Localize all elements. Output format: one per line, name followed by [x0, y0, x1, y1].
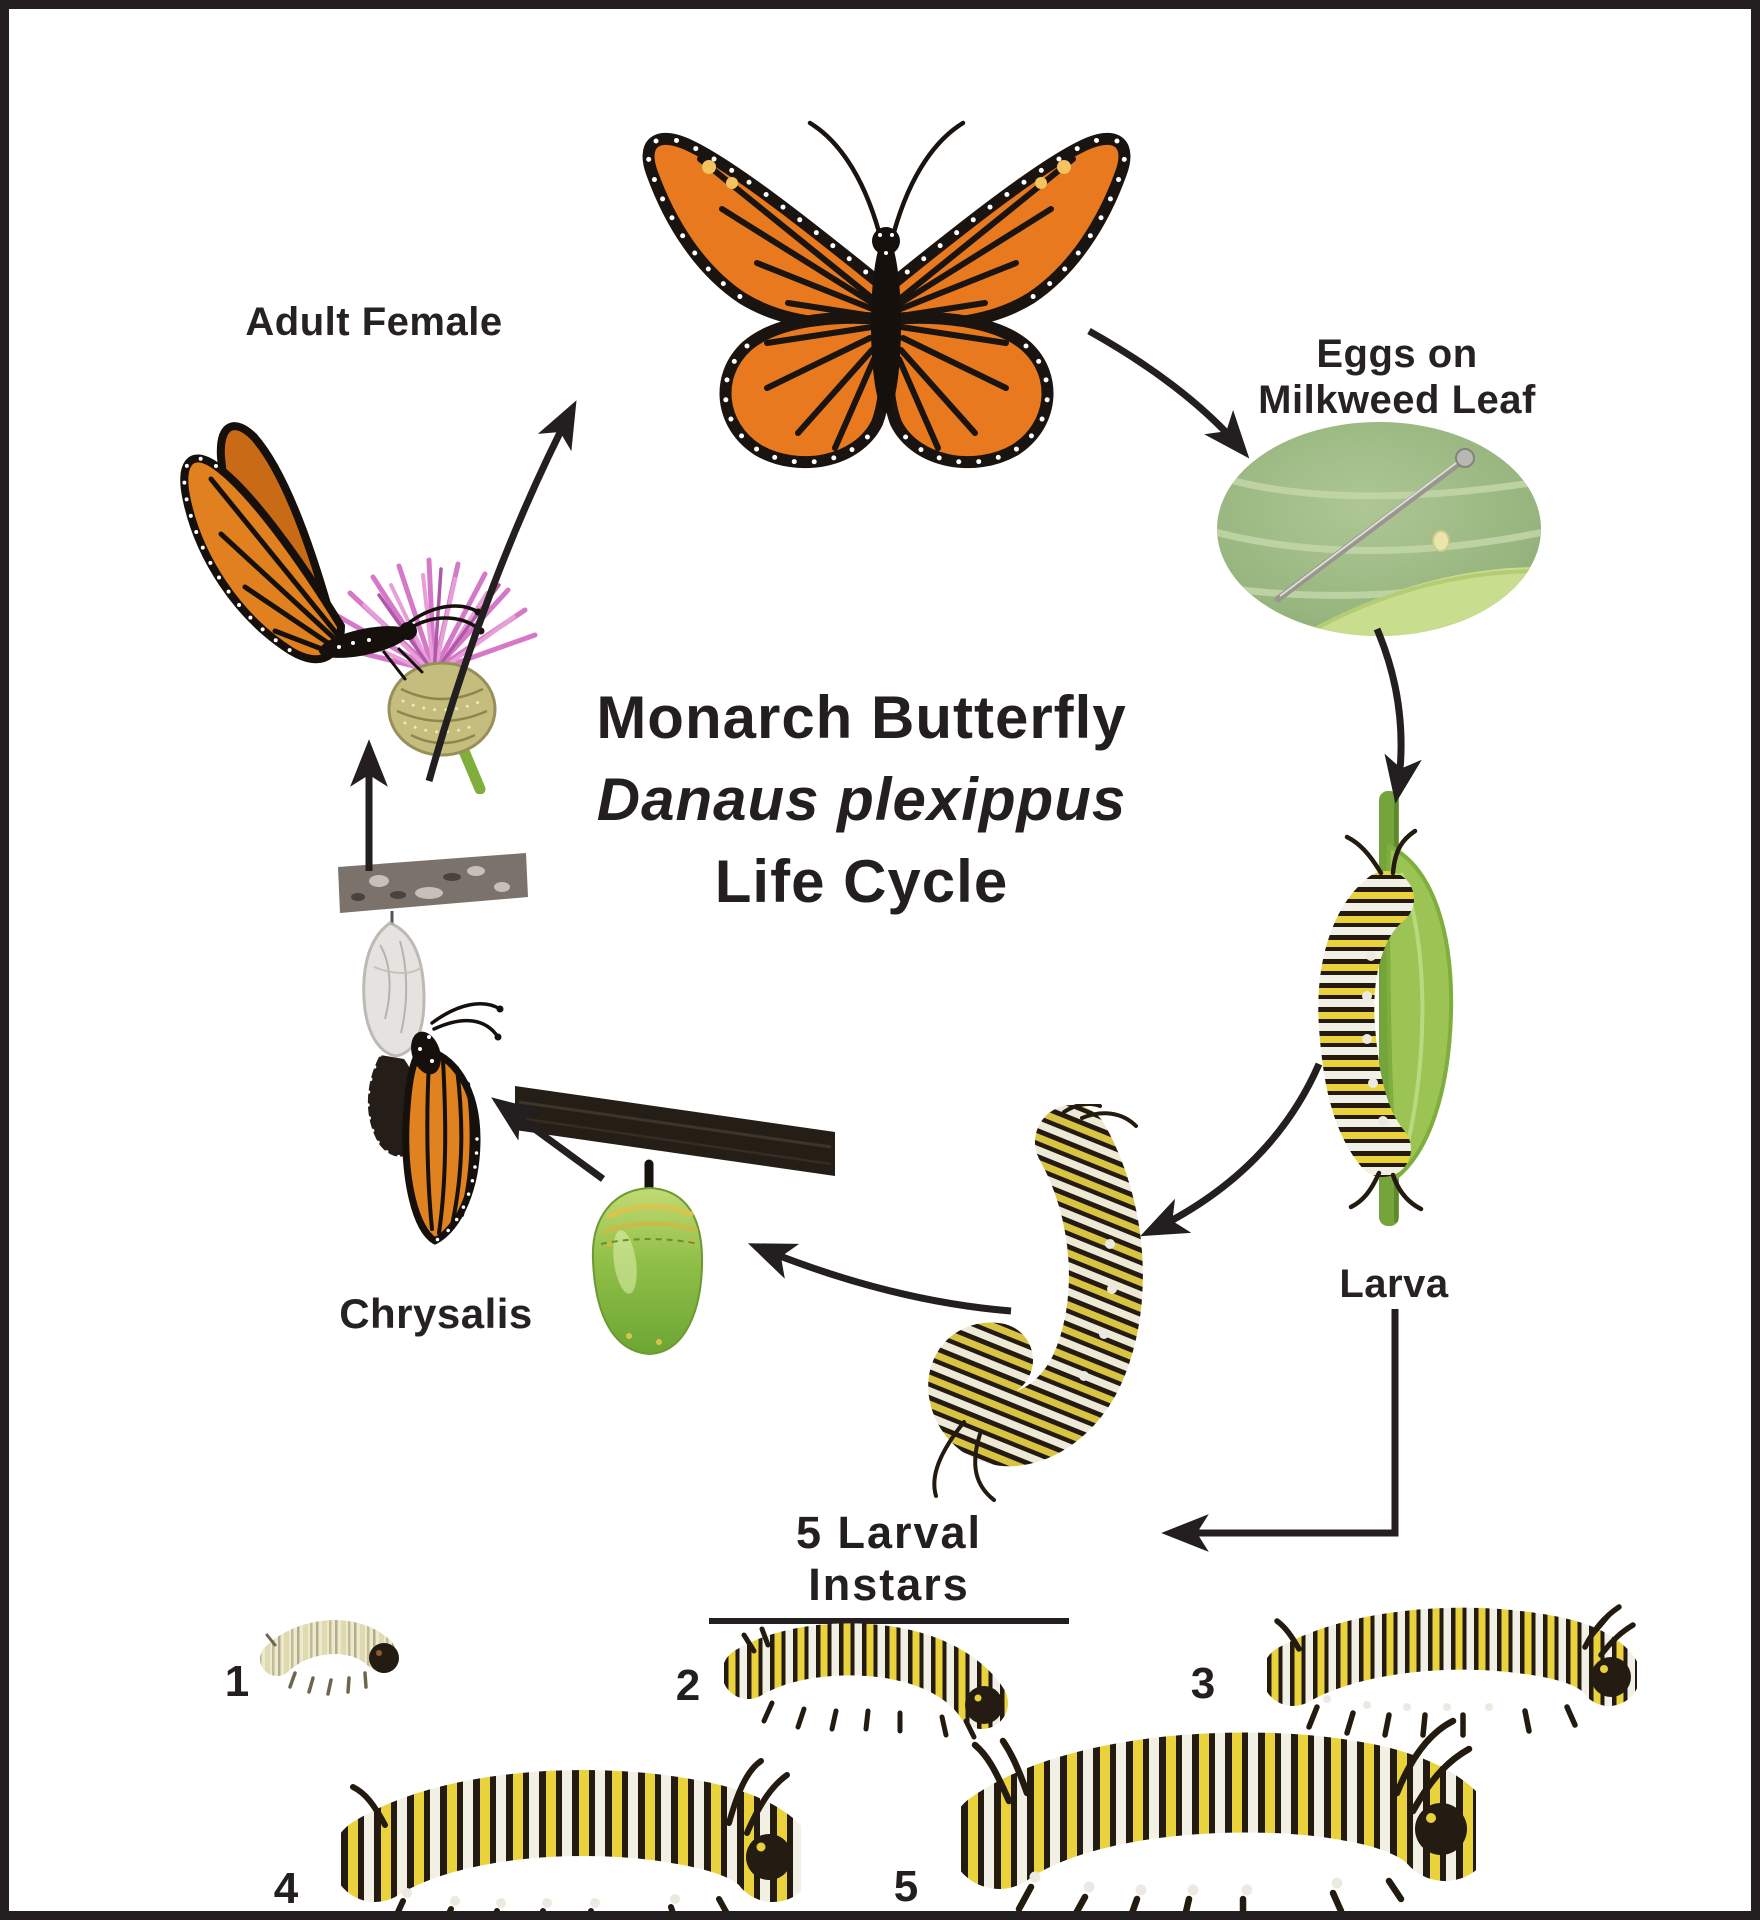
title-line-1: Monarch Butterfly	[596, 684, 1127, 751]
instar-number-1: 1	[224, 1657, 250, 1706]
instar-number-5: 5	[893, 1862, 919, 1911]
instar-number-4: 4	[273, 1864, 299, 1913]
arrow-larva-to-prepupa	[1140, 1062, 1323, 1237]
label-5-larval-instars: 5 Larval Instars	[709, 1507, 1069, 1624]
page-title: Monarch Butterfly Danaus plexippus Life …	[549, 677, 1174, 923]
label-eggs-line2: Milkweed Leaf	[1258, 378, 1536, 422]
arrow-eggs-to-larva	[1373, 627, 1422, 804]
arrow-larva-to-instars	[1161, 1309, 1399, 1552]
label-adult-female: Adult Female	[245, 300, 503, 344]
arrow-prepupa-to-chrysalis	[747, 1243, 1012, 1315]
label-eggs-line1: Eggs on	[1316, 332, 1478, 376]
arrow-chrysalis-to-emerging	[491, 1097, 606, 1182]
arrow-adult-to-eggs	[1087, 327, 1250, 459]
title-line-3: Life Cycle	[714, 848, 1009, 915]
cycle-arrows	[350, 327, 1422, 1552]
title-line-2-scientific-name: Danaus plexippus	[596, 766, 1127, 833]
arrow-female-to-adult	[425, 400, 577, 782]
instar-number-2: 2	[675, 1661, 701, 1710]
label-chrysalis: Chrysalis	[339, 1290, 533, 1337]
instar-number-3: 3	[1190, 1659, 1216, 1708]
label-eggs: Eggs on Milkweed Leaf	[1217, 331, 1577, 423]
label-larva: Larva	[1339, 1262, 1449, 1306]
